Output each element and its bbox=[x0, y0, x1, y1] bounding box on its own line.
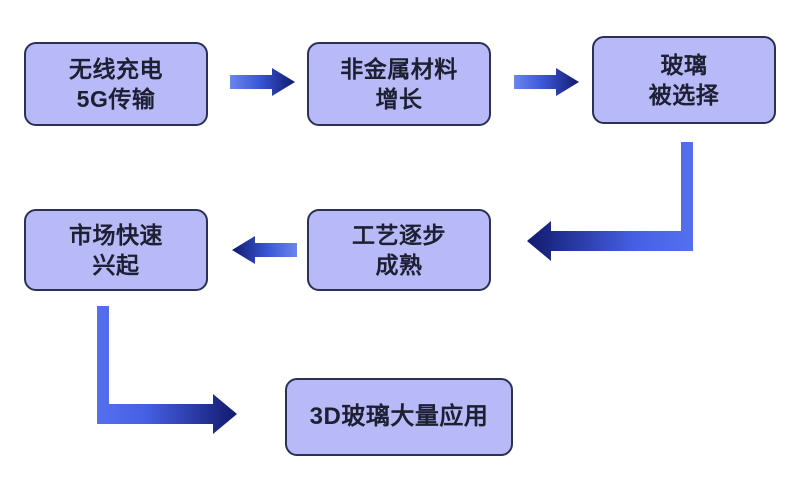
node-line-1: 3D玻璃大量应用 bbox=[309, 403, 489, 431]
connector-market-to-3dglass bbox=[97, 306, 237, 434]
node-line-1: 玻璃 bbox=[660, 51, 708, 78]
node-glass-selected[interactable]: 玻璃 被选择 bbox=[592, 36, 776, 124]
node-process-maturing[interactable]: 工艺逐步 成熟 bbox=[307, 209, 491, 291]
node-line-2: 被选择 bbox=[648, 82, 720, 108]
node-line-2: 5G传输 bbox=[76, 86, 156, 112]
node-line-1: 工艺逐步 bbox=[352, 221, 446, 248]
node-line-1: 非金属材料 bbox=[340, 55, 458, 82]
connector-process-to-market bbox=[232, 236, 297, 264]
node-nonmetal-material-growth[interactable]: 非金属材料 增长 bbox=[307, 42, 491, 126]
node-wireless-charging-5g[interactable]: 无线充电 5G传输 bbox=[24, 42, 208, 126]
node-line-2: 增长 bbox=[375, 86, 423, 112]
node-market-rapid-rise[interactable]: 市场快速 兴起 bbox=[24, 209, 208, 291]
node-line-1: 无线充电 bbox=[69, 55, 163, 82]
node-line-2: 兴起 bbox=[92, 252, 140, 278]
connector-wireless-to-material bbox=[230, 68, 295, 96]
connector-material-to-glass bbox=[514, 68, 579, 96]
node-3d-glass-mass-application[interactable]: 3D玻璃大量应用 bbox=[285, 378, 513, 456]
node-line-2: 成熟 bbox=[375, 252, 423, 278]
node-line-1: 市场快速 bbox=[69, 221, 163, 248]
connector-glass-to-process bbox=[527, 142, 693, 261]
